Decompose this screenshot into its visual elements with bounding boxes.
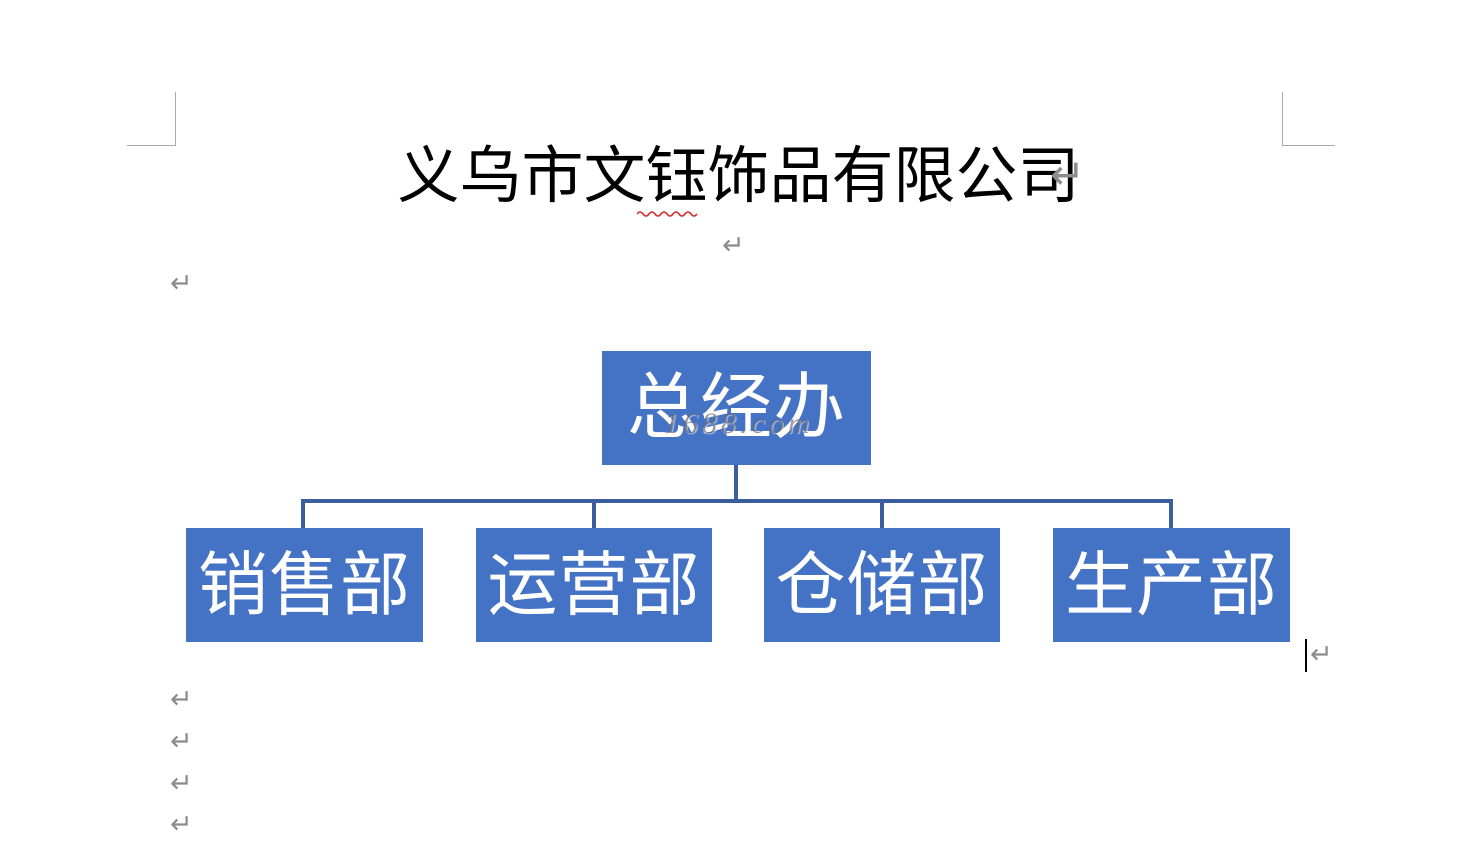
- org-box-warehouse-dept[interactable]: 仓储部: [764, 528, 1000, 642]
- pilcrow-after-chart: ↵: [1310, 639, 1333, 670]
- document-title[interactable]: 义乌市文钰饰品有限公司: [397, 142, 1080, 211]
- connector-horizontal: [301, 499, 1173, 503]
- pilcrow-bottom-2: ↵: [170, 726, 193, 757]
- pilcrow-below-title: ↵: [722, 230, 745, 261]
- connector-drop-warehouse: [880, 503, 884, 528]
- crop-mark-top-right-vertical: [1282, 92, 1283, 145]
- org-box-label: 生产部: [1065, 546, 1278, 624]
- pilcrow-left-margin: ↵: [170, 268, 193, 299]
- spellcheck-squiggle: [637, 211, 698, 217]
- connector-root-stub: [734, 465, 738, 499]
- connector-drop-operations: [592, 503, 596, 528]
- pilcrow-bottom-3: ↵: [170, 768, 193, 799]
- connector-drop-sales: [301, 503, 305, 528]
- org-box-label: 销售部: [198, 546, 411, 624]
- crop-mark-top-right-horizontal: [1282, 145, 1335, 146]
- crop-mark-top-left-horizontal: [127, 145, 176, 146]
- org-box-production-dept[interactable]: 生产部: [1053, 528, 1290, 642]
- org-box-sales-dept[interactable]: 销售部: [186, 528, 423, 642]
- text-caret: [1305, 639, 1307, 672]
- pilcrow-bottom-4: ↵: [170, 809, 193, 840]
- org-box-general-manager-office[interactable]: 总经办: [602, 351, 871, 465]
- org-box-label: 仓储部: [775, 546, 989, 624]
- crop-mark-top-left-vertical: [175, 92, 176, 145]
- connector-drop-production: [1169, 503, 1173, 528]
- pilcrow-after-title: ↵: [1050, 150, 1086, 199]
- org-box-label: 总经办: [626, 368, 846, 448]
- org-box-operations-dept[interactable]: 运营部: [476, 528, 712, 642]
- org-box-label: 运营部: [487, 546, 701, 624]
- pilcrow-bottom-1: ↵: [170, 684, 193, 715]
